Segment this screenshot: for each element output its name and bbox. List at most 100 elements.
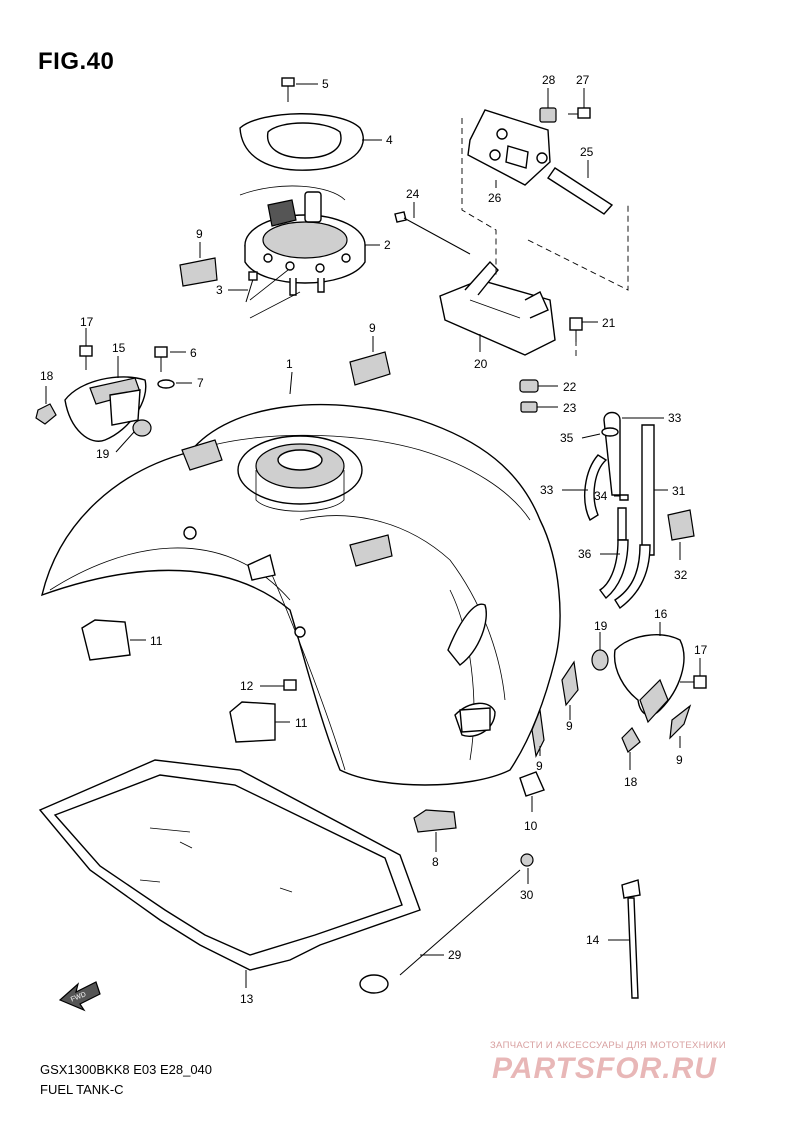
svg-text:12: 12 — [240, 679, 254, 693]
callout-27: 27 — [576, 73, 590, 108]
callout-20: 20 — [474, 334, 488, 371]
svg-text:4: 4 — [386, 133, 393, 147]
section-name: FUEL TANK-C — [40, 1082, 124, 1097]
cushion — [519, 379, 539, 393]
heat-shield-mat — [38, 759, 421, 971]
cushion — [591, 649, 609, 671]
svg-text:18: 18 — [40, 369, 54, 383]
callout-16: 16 — [654, 607, 668, 636]
tank-rear-bracket — [439, 260, 556, 356]
collar-pipe — [547, 167, 614, 215]
callout-18b: 18 — [624, 752, 638, 789]
tank-plate — [467, 109, 551, 186]
screw — [281, 77, 295, 102]
callout-24: 24 — [406, 187, 420, 218]
washer — [157, 379, 175, 389]
cushion-pad — [669, 704, 692, 740]
svg-text:36: 36 — [578, 547, 592, 561]
bolt — [680, 675, 707, 689]
svg-text:6: 6 — [190, 346, 197, 360]
callout-25: 25 — [580, 145, 594, 178]
callout-11b: 11 — [275, 716, 308, 730]
bolt — [569, 317, 583, 342]
callout-35: 35 — [560, 431, 601, 445]
callout-19b: 19 — [594, 619, 608, 650]
svg-text:5: 5 — [322, 77, 329, 91]
svg-text:3: 3 — [216, 283, 223, 297]
svg-text:9: 9 — [536, 759, 543, 773]
callout-29: 29 — [420, 948, 462, 962]
svg-text:9: 9 — [196, 227, 203, 241]
assembly-line — [527, 205, 629, 291]
callout-17a: 17 — [80, 315, 94, 346]
callout-12: 12 — [240, 679, 284, 693]
callout-13: 13 — [240, 970, 254, 1006]
svg-text:35: 35 — [560, 431, 574, 445]
fwd-arrow-icon: FWD — [58, 981, 101, 1012]
leader-line — [249, 291, 301, 319]
callout-36: 36 — [578, 547, 620, 561]
callout-11a: 11 — [130, 634, 163, 648]
callout-15: 15 — [112, 341, 126, 378]
watermark-logo: PARTSFOR.RU — [492, 1052, 717, 1085]
svg-text:34: 34 — [594, 489, 608, 503]
bolt — [79, 345, 93, 370]
callout-28: 28 — [542, 73, 556, 108]
clamp — [667, 509, 695, 541]
callout-1: 1 — [286, 357, 293, 395]
callout-26: 26 — [488, 180, 502, 205]
cushion-pad — [179, 257, 218, 287]
svg-text:28: 28 — [542, 73, 556, 87]
svg-text:33: 33 — [668, 411, 682, 425]
callout-6: 6 — [170, 346, 197, 360]
svg-text:16: 16 — [654, 607, 668, 621]
callout-3: 3 — [216, 283, 248, 297]
svg-text:13: 13 — [240, 992, 254, 1006]
callout-9b: 9 — [369, 321, 376, 352]
callout-22: 22 — [538, 380, 577, 394]
side-cover — [613, 634, 685, 724]
svg-text:9: 9 — [676, 753, 683, 767]
svg-text:10: 10 — [524, 819, 538, 833]
drain-hoses — [584, 411, 655, 610]
cap-gasket-ring — [239, 113, 364, 171]
svg-text:14: 14 — [586, 933, 600, 947]
svg-text:1: 1 — [286, 357, 293, 371]
svg-text:8: 8 — [432, 855, 439, 869]
tank-cushion — [81, 619, 131, 661]
grommet — [35, 403, 57, 425]
front-cover-bracket — [64, 376, 147, 442]
svg-text:20: 20 — [474, 357, 488, 371]
callout-31: 31 — [654, 484, 686, 498]
svg-text:31: 31 — [672, 484, 686, 498]
leader-line — [249, 269, 289, 301]
callout-14: 14 — [586, 933, 630, 947]
svg-text:2: 2 — [384, 238, 391, 252]
callout-5: 5 — [296, 77, 329, 91]
fuel-tank — [41, 403, 561, 786]
svg-text:9: 9 — [566, 719, 573, 733]
callout-2: 2 — [365, 238, 391, 252]
svg-text:33: 33 — [540, 483, 554, 497]
prop-rod — [359, 869, 521, 994]
svg-text:21: 21 — [602, 316, 616, 330]
svg-text:27: 27 — [576, 73, 590, 87]
callout-19a: 19 — [96, 431, 135, 461]
nut — [539, 107, 557, 123]
bolt — [568, 107, 591, 119]
callout-33b: 33 — [540, 483, 588, 497]
cushion — [132, 419, 152, 437]
callout-30: 30 — [520, 868, 534, 902]
svg-text:32: 32 — [674, 568, 688, 582]
svg-text:9: 9 — [369, 321, 376, 335]
svg-text:23: 23 — [563, 401, 577, 415]
svg-text:26: 26 — [488, 191, 502, 205]
assembly-line — [461, 118, 497, 278]
tank-cushion — [229, 701, 276, 743]
svg-text:30: 30 — [520, 888, 534, 902]
grommet — [519, 771, 545, 797]
svg-text:11: 11 — [150, 634, 163, 648]
callout-33a: 33 — [622, 411, 682, 425]
fuel-cap-assy — [239, 185, 366, 296]
callout-9d: 9 — [536, 746, 543, 773]
